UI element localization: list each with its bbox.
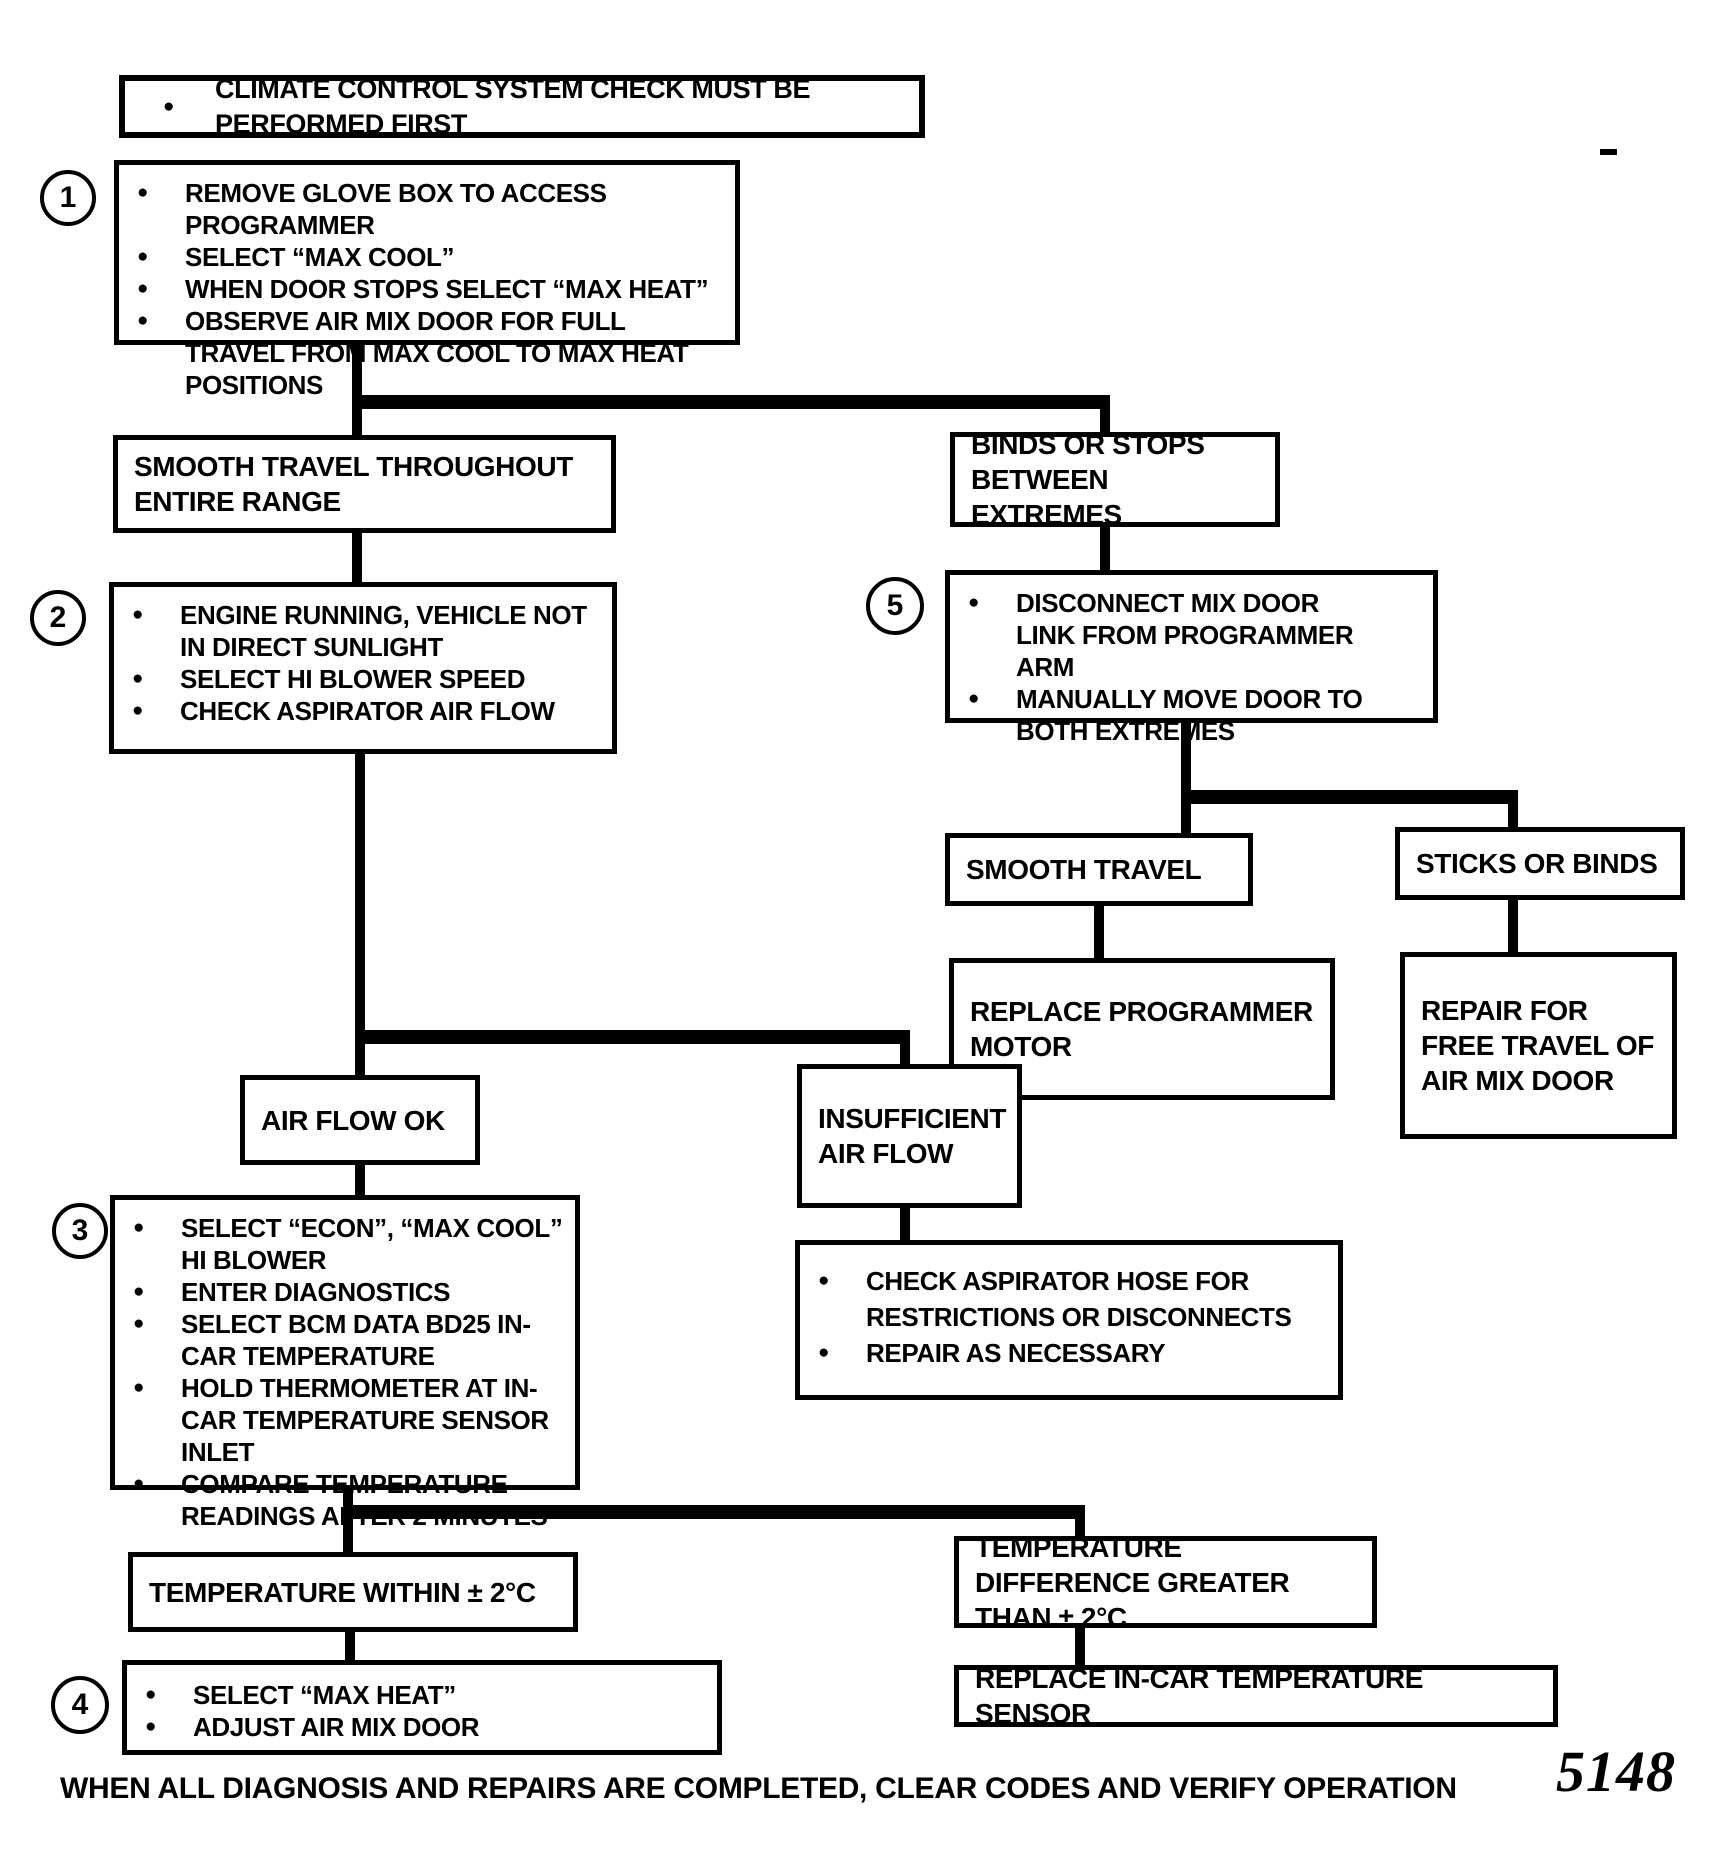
- precondition-note-text: CLIMATE CONTROL SYSTEM CHECK MUST BE PER…: [215, 73, 811, 139]
- list-item: MANUALLY MOVE DOOR TO BOTH EXTREMES: [968, 683, 1363, 747]
- step-1-box: REMOVE GLOVE BOX TO ACCESS PROGRAMMER SE…: [114, 160, 740, 400]
- step-1-number-badge: 1: [40, 170, 96, 226]
- connector-line: [1508, 898, 1518, 954]
- list-item: SELECT HI BLOWER SPEED: [132, 663, 600, 695]
- list-item: ENGINE RUNNING, VEHICLE NOT IN DIRECT SU…: [132, 599, 600, 663]
- connector-line: [355, 752, 365, 1077]
- list-item: SELECT “MAX COOL”: [137, 241, 723, 273]
- connector-line: [1075, 1626, 1085, 1669]
- list-item: HOLD THERMOMETER AT IN-CAR TEMPERATURE S…: [133, 1372, 563, 1468]
- connector-line: [352, 531, 362, 584]
- connector-line: [1094, 904, 1104, 960]
- list-item: OBSERVE AIR MIX DOOR FOR FULL TRAVEL FRO…: [137, 305, 723, 401]
- outcome-sticks-or-binds-box: STICKS OR BINDS: [1395, 827, 1685, 900]
- connector-line: [1181, 721, 1191, 837]
- list-item: ENTER DIAGNOSTICS: [133, 1276, 563, 1308]
- step-number: 4: [71, 1688, 89, 1721]
- step-5-number-badge: 5: [866, 577, 924, 635]
- list-item: WHEN DOOR STOPS SELECT “MAX HEAT”: [137, 273, 723, 305]
- step-2-number-badge: 2: [30, 590, 86, 646]
- precondition-note-box: CLIMATE CONTROL SYSTEM CHECK MUST BE PER…: [119, 74, 925, 139]
- stray-dash-mark: [1600, 149, 1617, 155]
- outcome-binds-or-stops-box: BINDS OR STOPS BETWEEN EXTREMES: [950, 429, 1280, 530]
- list-item: REPAIR AS NECESSARY: [818, 1335, 1326, 1371]
- list-item: ADJUST AIR MIX DOOR: [145, 1711, 705, 1743]
- step-number: 1: [59, 181, 77, 214]
- step-3-number-badge: 3: [52, 1203, 108, 1259]
- list-item: SELECT “ECON”, “MAX COOL” HI BLOWER: [133, 1212, 563, 1276]
- list-item: SELECT BCM DATA BD25 IN-CAR TEMPERATURE: [133, 1308, 563, 1372]
- step-number: 2: [49, 601, 67, 634]
- action-check-aspirator-hose-box: CHECK ASPIRATOR HOSE FOR RESTRICTIONS OR…: [795, 1240, 1343, 1400]
- list-item: DISCONNECT MIX DOOR LINK FROM PROGRAMMER…: [968, 587, 1363, 683]
- figure-number: 5148: [1556, 1739, 1676, 1804]
- step-4-box: SELECT “MAX HEAT” ADJUST AIR MIX DOOR: [122, 1660, 722, 1755]
- connector-line: [355, 1030, 910, 1044]
- connector-line: [1100, 395, 1110, 437]
- action-repair-free-travel-box: REPAIR FOR FREE TRAVEL OF AIR MIX DOOR: [1400, 952, 1677, 1139]
- outcome-air-flow-ok-box: AIR FLOW OK: [240, 1075, 480, 1165]
- step-5-box: DISCONNECT MIX DOOR LINK FROM PROGRAMMER…: [945, 570, 1438, 746]
- connector-line: [1075, 1505, 1085, 1540]
- connector-line: [1181, 790, 1518, 804]
- connector-line: [900, 1030, 910, 1068]
- connector-line: [1100, 525, 1110, 572]
- step-number: 5: [886, 589, 904, 622]
- step-2-box: ENGINE RUNNING, VEHICLE NOT IN DIRECT SU…: [109, 582, 617, 754]
- list-item: COMPARE TEMPERATURE READINGS AFTER 2 MIN…: [133, 1468, 563, 1532]
- outcome-smooth-travel-range-box: SMOOTH TRAVEL THROUGHOUT ENTIRE RANGE: [113, 435, 616, 533]
- connector-line: [1508, 790, 1518, 830]
- connector-line: [345, 1630, 355, 1664]
- list-item: SELECT “MAX HEAT”: [145, 1679, 705, 1711]
- connector-line: [355, 1163, 365, 1199]
- step-4-number-badge: 4: [51, 1676, 109, 1734]
- list-item: CHECK ASPIRATOR HOSE FOR RESTRICTIONS OR…: [818, 1263, 1326, 1335]
- action-replace-in-car-sensor-box: REPLACE IN-CAR TEMPERATURE SENSOR: [954, 1663, 1558, 1729]
- step-3-box: SELECT “ECON”, “MAX COOL” HI BLOWER ENTE…: [110, 1195, 580, 1531]
- connector-line: [900, 1206, 910, 1244]
- outcome-temp-within-box: TEMPERATURE WITHIN ± 2°C: [128, 1552, 578, 1632]
- footer-instruction: WHEN ALL DIAGNOSIS AND REPAIRS ARE COMPL…: [60, 1772, 1457, 1805]
- list-item: CHECK ASPIRATOR AIR FLOW: [132, 695, 600, 727]
- outcome-smooth-travel-box: SMOOTH TRAVEL: [945, 833, 1253, 906]
- step-number: 3: [71, 1214, 89, 1247]
- outcome-temp-difference-box: TEMPERATURE DIFFERENCE GREATER THAN ± 2°…: [954, 1532, 1377, 1633]
- list-item: REMOVE GLOVE BOX TO ACCESS PROGRAMMER: [137, 177, 723, 241]
- outcome-insufficient-air-flow-box: INSUFFICIENT AIR FLOW: [797, 1064, 1022, 1208]
